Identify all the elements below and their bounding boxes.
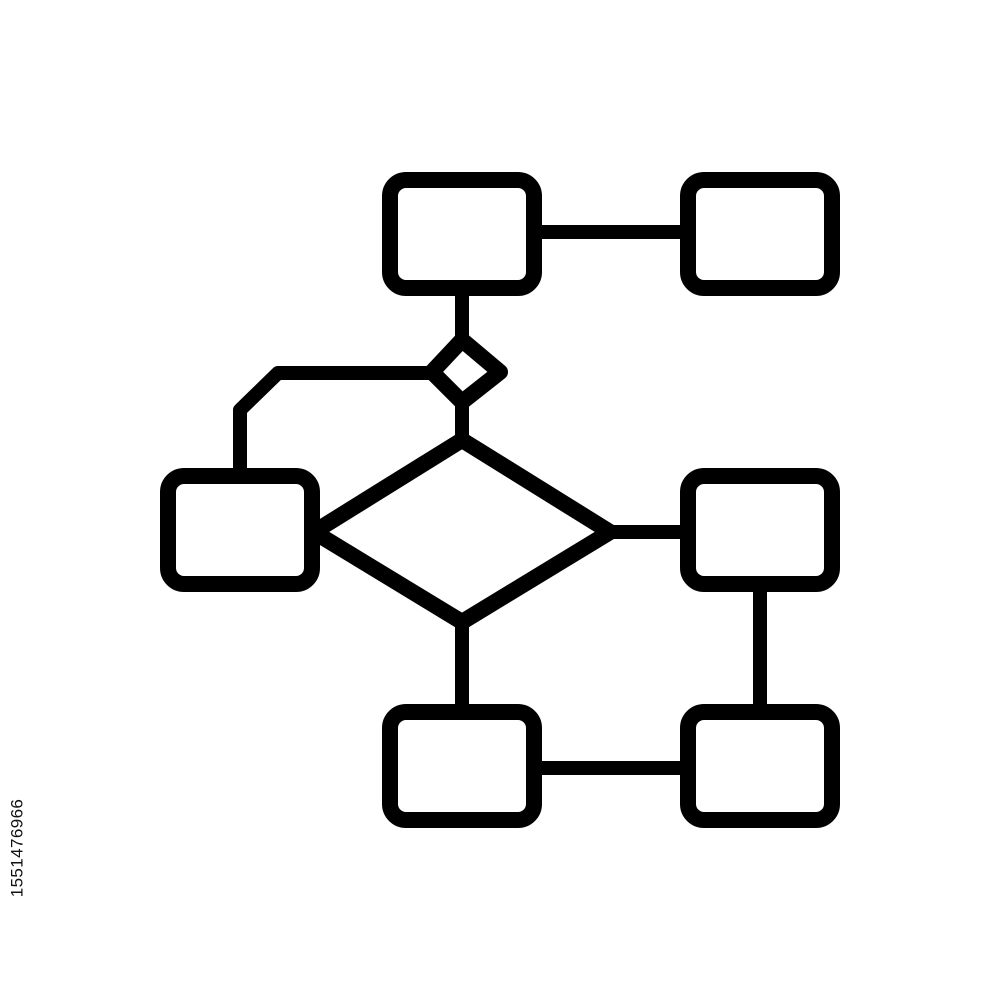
box-top-right — [680, 172, 840, 296]
decision-diamond-small — [424, 332, 508, 410]
connector-small-diamond-to-left-box — [233, 366, 439, 483]
box-right — [680, 468, 840, 592]
box-bottom-left — [382, 704, 542, 828]
box-left — [160, 468, 320, 592]
stock-id-text: 1551476966 — [7, 798, 27, 898]
box-bottom-right — [680, 704, 840, 828]
decision-diamond-large — [306, 432, 618, 630]
box-top-left — [382, 172, 542, 296]
nodes — [160, 172, 840, 828]
stock-id-watermark: 1551476966 — [6, 738, 28, 958]
